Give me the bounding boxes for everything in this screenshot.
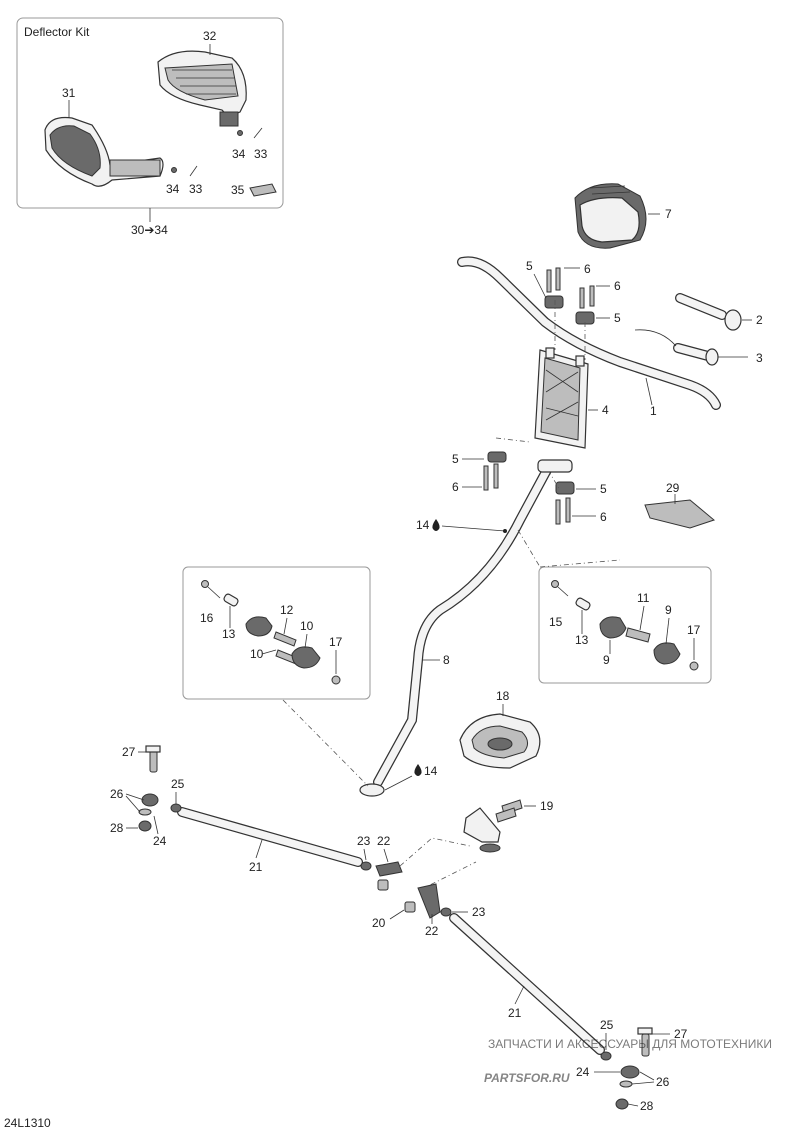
callout-3: 3 — [756, 351, 763, 365]
callout-20: 20 — [372, 916, 386, 930]
screw-33-lower-drawing — [189, 165, 198, 177]
callout-6-upper-2: 6 — [614, 279, 621, 293]
lubricant-drop-icon-upper — [432, 519, 440, 531]
riser-block-drawing — [534, 347, 589, 449]
callout-2: 2 — [756, 313, 763, 327]
callout-32: 32 — [203, 29, 217, 43]
callout-14-lower: 14 — [424, 764, 438, 778]
callout-4: 4 — [602, 403, 609, 417]
callout-22-upper: 22 — [377, 834, 391, 848]
callout-33-lower: 33 — [189, 182, 203, 196]
tie-rod-upper-drawing — [138, 745, 403, 891]
callout-5-upper-right: 5 — [614, 311, 621, 325]
callout-33-upper: 33 — [254, 147, 268, 161]
callout-13-left: 13 — [222, 627, 236, 641]
clamp-lower-right-drawing — [555, 481, 575, 525]
boot-drawing — [459, 713, 541, 769]
drawing-code: 24L1310 — [4, 1116, 51, 1130]
lubricant-drop-icon-lower — [414, 764, 422, 776]
callout-14-upper: 14 — [416, 518, 430, 532]
callout-19: 19 — [540, 799, 554, 813]
pad-drawing — [644, 499, 716, 529]
clamp-lower-left-drawing — [483, 451, 507, 491]
assembly-lines-lower — [399, 837, 477, 891]
callout-26-left: 26 — [110, 787, 124, 801]
deflector-left-drawing — [44, 116, 164, 187]
detail-panel-right — [538, 566, 712, 684]
deflector-kit-panel: Deflector Kit 30➔34 32 31 34 33 34 33 35 — [16, 17, 284, 237]
callout-10-lower: 10 — [250, 647, 264, 661]
callout-27-left: 27 — [122, 745, 136, 759]
callout-9-upper: 9 — [665, 603, 672, 617]
callout-1: 1 — [650, 404, 657, 418]
callout-31: 31 — [62, 86, 76, 100]
watermark-tagline: ЗАПЧАСТИ И АКСЕССУАРЫ ДЛЯ МОТОТЕХНИКИ — [488, 1037, 772, 1051]
callout-27-right: 27 — [674, 1027, 688, 1041]
screw-33-upper-drawing — [253, 127, 263, 139]
callout-26-right: 26 — [656, 1075, 670, 1089]
callout-5-upper-left: 5 — [526, 259, 533, 273]
callout-6-lower-right: 6 — [600, 510, 607, 524]
kit-title: Deflector Kit — [24, 25, 90, 39]
handlebar-cover-drawing — [574, 183, 647, 249]
washer-34-lower-drawing — [171, 167, 177, 173]
callout-17-left: 17 — [329, 635, 343, 649]
callout-23-lower: 23 — [472, 905, 486, 919]
watermark-brand: PARTSFOR.RU — [484, 1071, 570, 1085]
callout-10-upper: 10 — [300, 619, 314, 633]
assembly-lines-upper — [495, 300, 586, 491]
bushing-20-drawing — [404, 901, 416, 913]
callout-5-lower-left: 5 — [452, 452, 459, 466]
tie-rod-lower-drawing — [417, 883, 653, 1110]
callout-8: 8 — [443, 653, 450, 667]
callout-17-right: 17 — [687, 623, 701, 637]
callout-6-upper-1: 6 — [584, 262, 591, 276]
callout-21-upper: 21 — [249, 860, 263, 874]
callout-29: 29 — [666, 481, 680, 495]
callout-12: 12 — [280, 603, 294, 617]
callout-23-upper: 23 — [357, 834, 371, 848]
callout-22-lower: 22 — [425, 924, 439, 938]
steering-column-drawing — [359, 459, 573, 797]
cable-drawing — [634, 329, 677, 347]
callout-9-lower: 9 — [603, 653, 610, 667]
detail-panel-left — [182, 566, 371, 700]
callout-21-lower: 21 — [508, 1006, 522, 1020]
callout-35: 35 — [231, 183, 245, 197]
callout-24-right: 24 — [576, 1065, 590, 1079]
washer-34-upper-drawing — [237, 130, 243, 136]
bracket-drawing — [463, 799, 523, 853]
assembly-lines-detail — [282, 529, 621, 787]
callout-28-right: 28 — [640, 1099, 654, 1113]
clamp-upper-right-drawing — [575, 285, 595, 325]
kit-range-label: 30➔34 — [131, 223, 168, 237]
callout-15: 15 — [549, 615, 563, 629]
callout-25-right: 25 — [600, 1018, 614, 1032]
callout-13-right: 13 — [575, 633, 589, 647]
callout-34-upper: 34 — [232, 147, 246, 161]
callout-28-left: 28 — [110, 821, 124, 835]
callout-16: 16 — [200, 611, 214, 625]
callout-34-lower: 34 — [166, 182, 180, 196]
clamp-upper-left-drawing — [544, 267, 564, 309]
callout-5-lower-right: 5 — [600, 482, 607, 496]
callout-7: 7 — [665, 207, 672, 221]
label-35-drawing — [249, 183, 277, 197]
callout-6-lower-left: 6 — [452, 480, 459, 494]
callout-24-left: 24 — [153, 834, 167, 848]
handlebar-drawing — [457, 256, 721, 410]
callout-18: 18 — [496, 689, 510, 703]
grip-2-drawing — [675, 293, 742, 331]
callout-25-left: 25 — [171, 777, 185, 791]
deflector-right-drawing — [157, 50, 247, 127]
callout-11: 11 — [637, 591, 650, 605]
grip-3-drawing — [673, 343, 719, 366]
